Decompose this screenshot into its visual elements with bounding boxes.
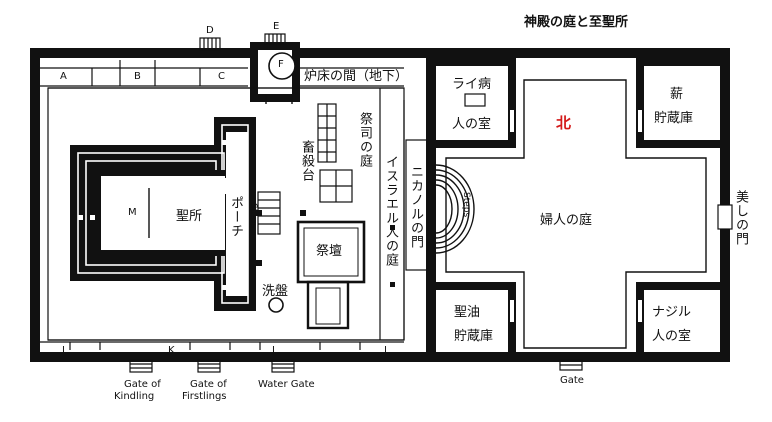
label-oil-store-2: 貯蔵庫 (454, 329, 494, 344)
porch-room (226, 132, 248, 296)
leper-room-wall (436, 58, 516, 66)
label-sanctuary: 聖所 (176, 209, 203, 224)
label-leper-room-1: ライ病 (452, 77, 492, 92)
letter-c: C (218, 71, 225, 82)
label-slaughter-table: 畜殺台 (299, 140, 314, 182)
altar-ramp (306, 280, 350, 330)
wood-store-wall (636, 58, 720, 66)
label-wood-store-2: 貯蔵庫 (654, 111, 694, 126)
letter-l: L (62, 345, 68, 356)
nazirite-room-wall (636, 282, 720, 290)
label-water-gate: Water Gate (258, 379, 315, 390)
letter-j: J (272, 345, 275, 356)
label-gate-kindling-1: Gate of (124, 379, 161, 390)
letter-k: K (168, 345, 175, 356)
label-nicanor-gate: ニカノルの門 (408, 165, 423, 249)
diagram-title: 神殿の庭と至聖所 (524, 15, 629, 30)
label-womens-gate: Gate (560, 375, 584, 386)
gate-firstlings-steps (197, 359, 221, 373)
letter-m: M (128, 207, 137, 218)
outer-wall-left (30, 48, 40, 362)
steps-upper-box (257, 191, 281, 235)
label-beautiful-gate: 美しの門 (733, 190, 748, 246)
letter-b: B (134, 71, 141, 82)
label-hearth-chamber: 炉床の間（地下） (303, 69, 410, 84)
laver-basin (268, 297, 284, 313)
oil-store-wall (436, 282, 516, 290)
letter-a: A (60, 71, 67, 82)
label-nazirite-room-2: 人の室 (652, 329, 692, 344)
outer-wall-bottom (30, 352, 730, 362)
label-leper-room-2: 人の室 (452, 117, 492, 132)
label-gate-firstlings-2: Firstlings (182, 391, 227, 402)
label-nazirite-room-1: ナジル (652, 305, 692, 320)
nicanor-wall (426, 48, 436, 362)
label-gate-kindling-2: Kindling (114, 391, 155, 402)
label-womens-court: 婦人の庭 (540, 213, 593, 228)
label-steps-lower: Steps (461, 192, 471, 218)
label-wood-store-1: 薪 (670, 87, 684, 102)
letter-d: D (206, 25, 214, 36)
north-marker: 北 (556, 114, 572, 132)
letter-f: F (278, 59, 284, 70)
label-steps-upper: Steps (248, 203, 258, 229)
label-gate-firstlings-1: Gate of (190, 379, 227, 390)
label-israel-court: イスラエル人の庭 (383, 155, 398, 267)
label-altar: 祭壇 (316, 244, 343, 259)
label-porch: ポーチ (228, 196, 243, 238)
letter-e: E (273, 21, 280, 32)
label-oil-store-1: 聖油 (454, 305, 481, 320)
label-priests-court: 祭司の庭 (357, 112, 372, 168)
gate-kindling-steps (129, 359, 153, 373)
label-laver: 洗盤 (262, 284, 289, 299)
water-gate-steps (271, 359, 295, 373)
letter-i: I (384, 345, 387, 356)
outer-wall-top (30, 48, 730, 58)
womens-court-cross (445, 79, 707, 349)
nicanor-gate-box (405, 139, 429, 271)
